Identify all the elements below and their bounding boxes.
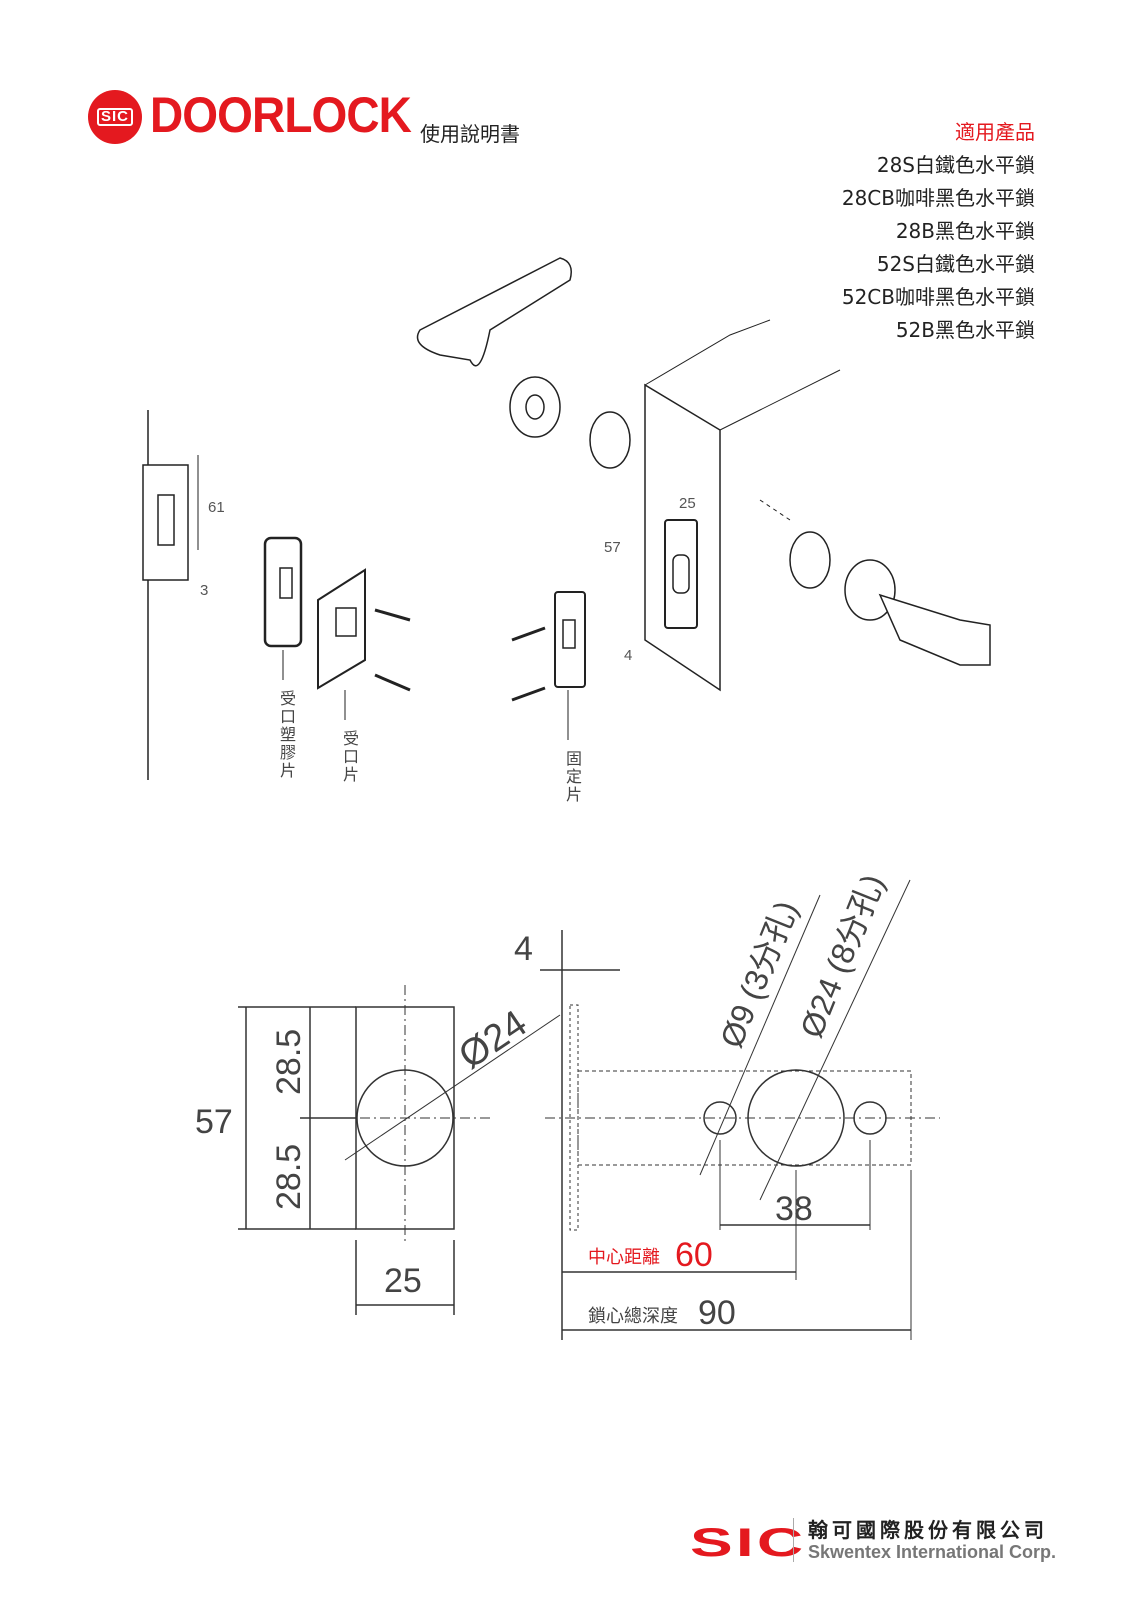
depth-value: 90 bbox=[698, 1294, 736, 1332]
label-strike-plate: 受口片 bbox=[340, 730, 359, 784]
backset-label: 中心距離 bbox=[588, 1247, 660, 1267]
dim-4: 4 bbox=[514, 930, 533, 968]
depth-label: 鎖心總深度 bbox=[588, 1306, 678, 1326]
label-strike-plastic: 受口塑膠片 bbox=[277, 690, 296, 780]
dim-28-5-bottom: 28.5 bbox=[270, 1144, 308, 1210]
dim-28-5-top: 28.5 bbox=[270, 1029, 308, 1095]
brand-title: DOORLOCK bbox=[150, 87, 412, 143]
backset-value: 60 bbox=[675, 1236, 713, 1274]
dim-57: 57 bbox=[604, 539, 621, 556]
products-heading: 適用產品 bbox=[955, 120, 1035, 144]
product-item: 28CB咖啡黑色水平鎖 bbox=[841, 186, 1035, 210]
dim-3: 3 bbox=[200, 582, 208, 599]
dim-25: 25 bbox=[679, 495, 696, 512]
hole-9-label: Ø9 (3分孔) bbox=[713, 896, 804, 1053]
dim-57: 57 bbox=[195, 1103, 233, 1141]
manual-subtitle: 使用說明書 bbox=[420, 122, 520, 146]
company-name-cn: 翰可國際股份有限公司 bbox=[808, 1518, 1048, 1542]
product-item: 52CB咖啡黑色水平鎖 bbox=[841, 285, 1035, 309]
hole-24-8-label: Ø24 (8分孔) bbox=[793, 869, 891, 1042]
product-item: 28S白鐵色水平鎖 bbox=[876, 153, 1035, 177]
footer-sic-logo: SIC bbox=[690, 1521, 807, 1565]
product-item: 28B黑色水平鎖 bbox=[895, 219, 1035, 243]
dim-4: 4 bbox=[624, 647, 632, 664]
applicable-products: 適用產品 28S白鐵色水平鎖 28CB咖啡黑色水平鎖 28B黑色水平鎖 52S白… bbox=[842, 116, 1035, 347]
product-item: 52S白鐵色水平鎖 bbox=[876, 252, 1035, 276]
footer-divider bbox=[793, 1518, 794, 1562]
product-item: 52B黑色水平鎖 bbox=[895, 318, 1035, 342]
hole-24-label: Ø24 bbox=[452, 1002, 535, 1077]
label-face-plate: 固定片 bbox=[563, 750, 582, 804]
dim-25: 25 bbox=[384, 1262, 422, 1300]
sic-logo: SIC bbox=[88, 90, 142, 144]
dim-61: 61 bbox=[208, 499, 225, 516]
company-name-en: Skwentex International Corp. bbox=[808, 1542, 1057, 1562]
dim-38: 38 bbox=[775, 1190, 813, 1228]
logo-text: SIC bbox=[96, 108, 133, 126]
